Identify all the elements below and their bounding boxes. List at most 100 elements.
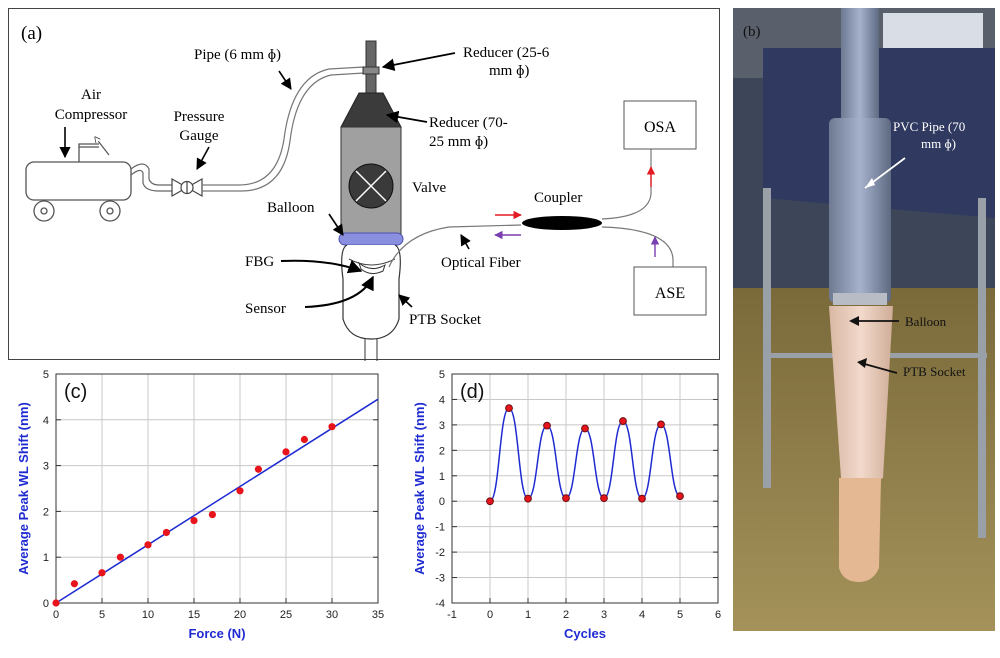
y-tick-label: 2 [43,506,49,518]
data-point [116,553,124,561]
data-point [70,580,78,588]
label-pressure: Pressure [174,109,225,125]
label-osa: OSA [644,119,676,136]
y-tick-label: 4 [439,394,445,406]
x-tick-label: 5 [99,609,105,621]
label-ptb-socket: PTB Socket [409,312,482,328]
label-pvc-pipe-l1: PVC Pipe (70 [893,119,965,134]
reducer-cone [340,92,402,128]
data-point [657,420,665,429]
pvc-pointer-head [865,178,875,188]
data-point [638,494,646,503]
ptb-socket-photo [829,306,893,484]
y-tick-label: 0 [43,598,49,610]
coupler-shape [522,216,602,230]
x-tick-label: 3 [601,609,607,621]
y-tick-label: 5 [43,369,49,381]
pipe-pointer [278,70,292,90]
data-point [254,465,262,473]
y-tick-label: -1 [435,522,445,534]
data-point [486,497,494,506]
data-point [562,494,570,503]
x-axis-label: Force (N) [188,626,245,641]
label-valve: Valve [412,180,446,196]
y-tick-label: -2 [435,547,445,559]
x-tick-label: 20 [234,609,246,621]
x-tick-label: 5 [677,609,683,621]
label-fbg: FBG [245,254,274,270]
sensor-pointer [304,275,374,308]
label-balloon: Balloon [267,200,315,216]
x-tick-label: 15 [188,609,200,621]
y-axis-label: Average Peak WL Shift (nm) [412,402,427,575]
x-tick-label: 30 [326,609,338,621]
x-axis-label: Cycles [564,626,606,641]
photo-svg: (b) PVC Pipe (70 mm ɸ) Balloon PTB Socke… [733,8,995,631]
label-gauge: Gauge [179,128,218,144]
x-tick-label: 35 [372,609,384,621]
label-reducer1-l1: Reducer (25-6 [463,45,550,61]
label-ase: ASE [655,285,685,302]
ptb-socket-shape [341,244,401,340]
data-point [300,435,308,444]
data-point [282,448,290,456]
x-tick-label: 4 [639,609,645,621]
bench-leg-left [763,188,771,488]
label-balloon-photo: Balloon [905,314,947,329]
y-axis-label: Average Peak WL Shift (nm) [16,402,31,575]
panel-b-tag: (b) [743,24,761,40]
x-tick-label: 6 [715,609,721,621]
y-tick-label: 2 [439,445,445,457]
ptb-pointer [398,294,413,308]
panel-a-tag: (a) [21,23,42,44]
balloon-pointer [328,213,344,236]
hose-2 [130,169,177,192]
data-point [208,511,216,519]
fbg-sensor-patch [357,261,386,275]
series-line [489,407,681,502]
label-optical-fiber: Optical Fiber [441,255,521,271]
y-tick-label: 3 [439,420,445,432]
reducer2-pointer [385,110,428,124]
hose-1 [130,163,177,186]
label-ptb-socket-photo: PTB Socket [903,364,966,379]
data-point [162,528,170,537]
fbg-pointer [280,259,363,274]
valve-symbol [348,163,394,209]
reducer-collar [362,66,380,75]
balloon-photo-pointer-head [849,316,859,326]
y-tick-label: 3 [43,461,49,473]
y-tick-label: -4 [435,598,445,610]
fiber-to-ase [601,226,674,267]
label-compressor: Compressor [55,107,128,123]
label-pipe: Pipe (6 mm ɸ) [194,47,281,63]
label-reducer2-l1: Reducer (70- [429,115,508,131]
x-tick-label: 1 [525,609,531,621]
panel-tag: (c) [64,381,87,403]
y-tick-label: 1 [43,552,49,564]
label-reducer1-l2: mm ɸ) [489,63,529,79]
x-tick-label: 0 [487,609,493,621]
optical-fiber-line [388,224,522,268]
panel-a-schematic: (a) Air Compressor Pressure Gauge Pip [8,8,720,361]
y-tick-label: 0 [439,496,445,508]
data-point [600,494,608,503]
pipe-top [202,66,365,186]
plot-frame [451,373,719,604]
x-tick-label: -1 [447,609,457,621]
ptb-photo-pointer [860,362,898,374]
data-point [98,569,106,577]
pvc-pipe-upper [841,8,879,128]
label-sensor: Sensor [245,301,286,317]
pressure-gauge-symbol [171,177,203,198]
x-tick-label: 25 [280,609,292,621]
gauge-pointer [196,146,210,170]
x-tick-label: 10 [142,609,154,621]
y-tick-label: 4 [43,415,49,427]
y-tick-label: -3 [435,573,445,585]
data-point [524,494,532,503]
data-point [543,421,551,430]
